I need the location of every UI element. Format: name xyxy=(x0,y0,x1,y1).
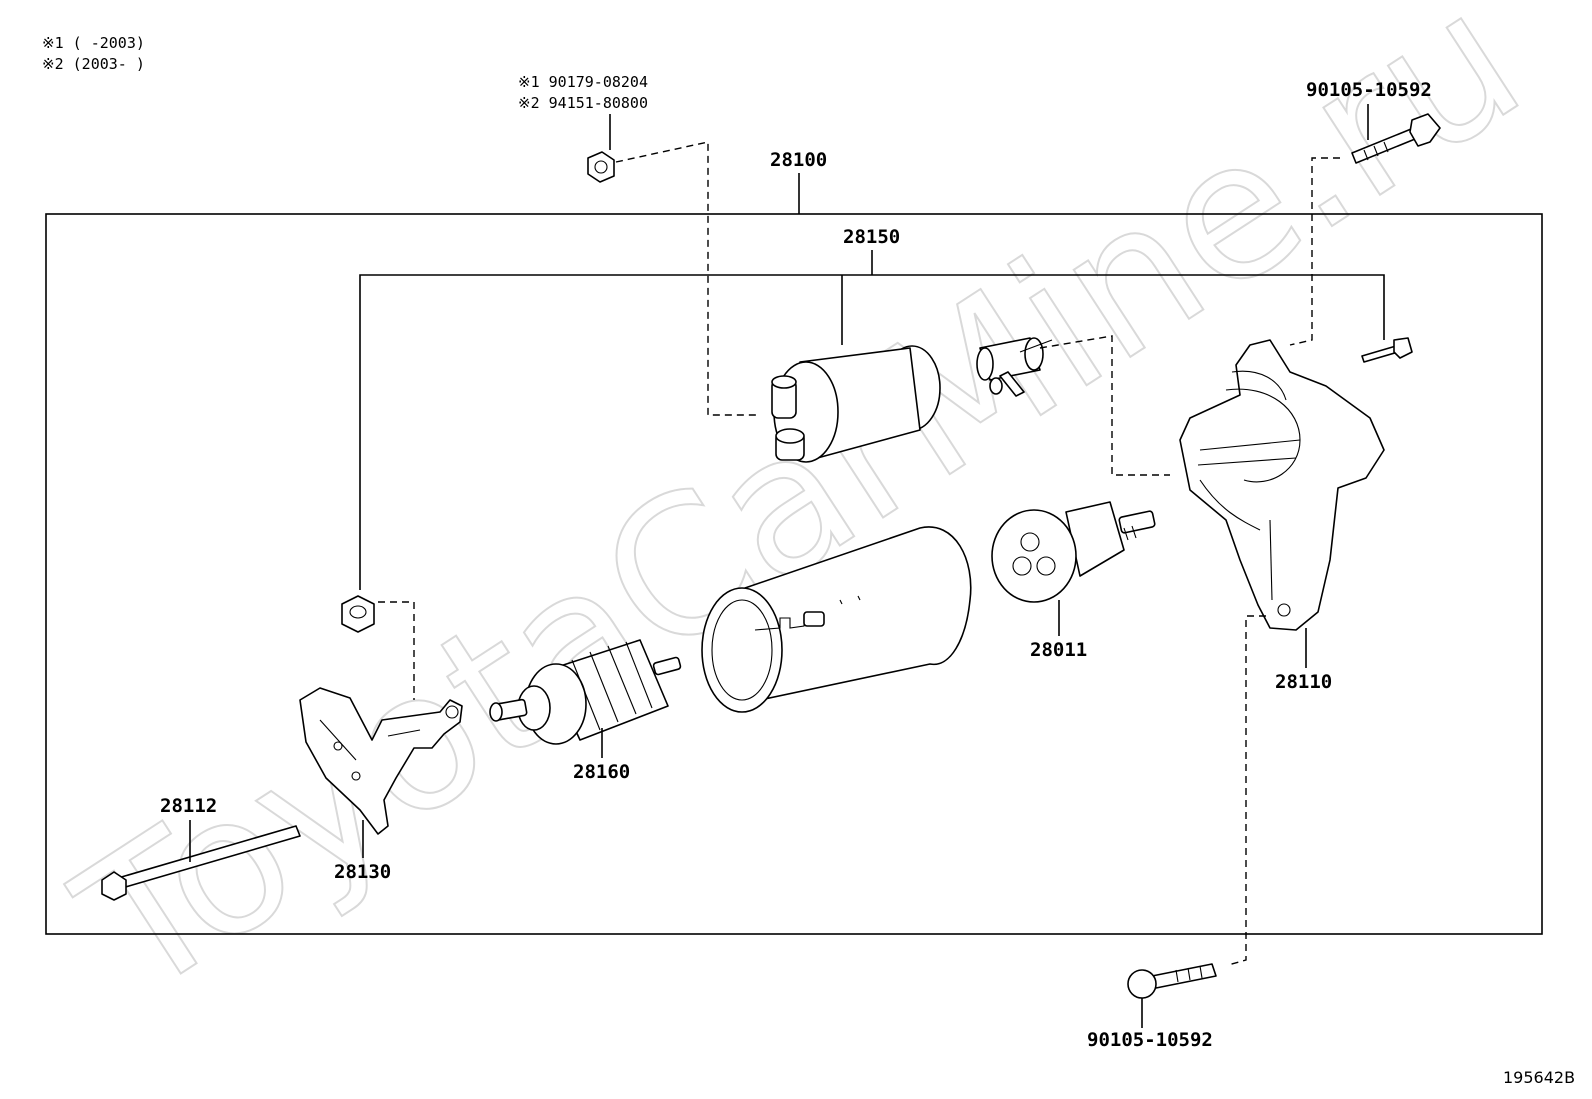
switch-bracket xyxy=(359,274,1385,590)
label-brush-holder: 28130 xyxy=(334,861,391,883)
label-armature: 28160 xyxy=(573,761,630,783)
bolt-bottom-dash-line xyxy=(1227,615,1266,966)
label-housing: 28110 xyxy=(1275,671,1332,693)
label-switch-assy: 28150 xyxy=(843,226,900,248)
nut-callout-2: ※2 94151-80800 xyxy=(518,94,648,112)
bolt-bottom xyxy=(1127,963,1217,999)
label-bolt-top: 90105-10592 xyxy=(1306,79,1432,101)
starter-housing xyxy=(1179,339,1385,631)
brush-holder xyxy=(299,687,463,835)
brush-nut-dash-line xyxy=(378,601,415,700)
note-2: ※2 (2003- ) xyxy=(42,55,145,73)
armature xyxy=(489,639,682,745)
nut-dash-line xyxy=(615,141,760,416)
terminal-nut xyxy=(587,151,615,183)
nut-callout-1: ※1 90179-08204 xyxy=(518,73,648,91)
brush-holder-nut xyxy=(341,595,375,633)
document-id: 195642B xyxy=(1503,1068,1575,1087)
label-clutch: 28011 xyxy=(1030,639,1087,661)
plunger-dash-line xyxy=(1039,335,1170,476)
yoke xyxy=(701,526,972,713)
label-assembly: 28100 xyxy=(770,149,827,171)
through-bolt xyxy=(101,825,301,901)
assembly-frame xyxy=(45,213,1543,935)
switch-screw xyxy=(1361,337,1413,363)
magnetic-switch xyxy=(771,345,941,463)
bolt-top-dash-line xyxy=(1289,157,1340,346)
plunger xyxy=(976,337,1053,397)
bolt-top xyxy=(1351,113,1441,164)
label-bolt-bottom: 90105-10592 xyxy=(1087,1029,1213,1051)
label-through-bolt: 28112 xyxy=(160,795,217,817)
note-1: ※1 ( -2003) xyxy=(42,34,145,52)
starter-clutch xyxy=(991,501,1156,603)
